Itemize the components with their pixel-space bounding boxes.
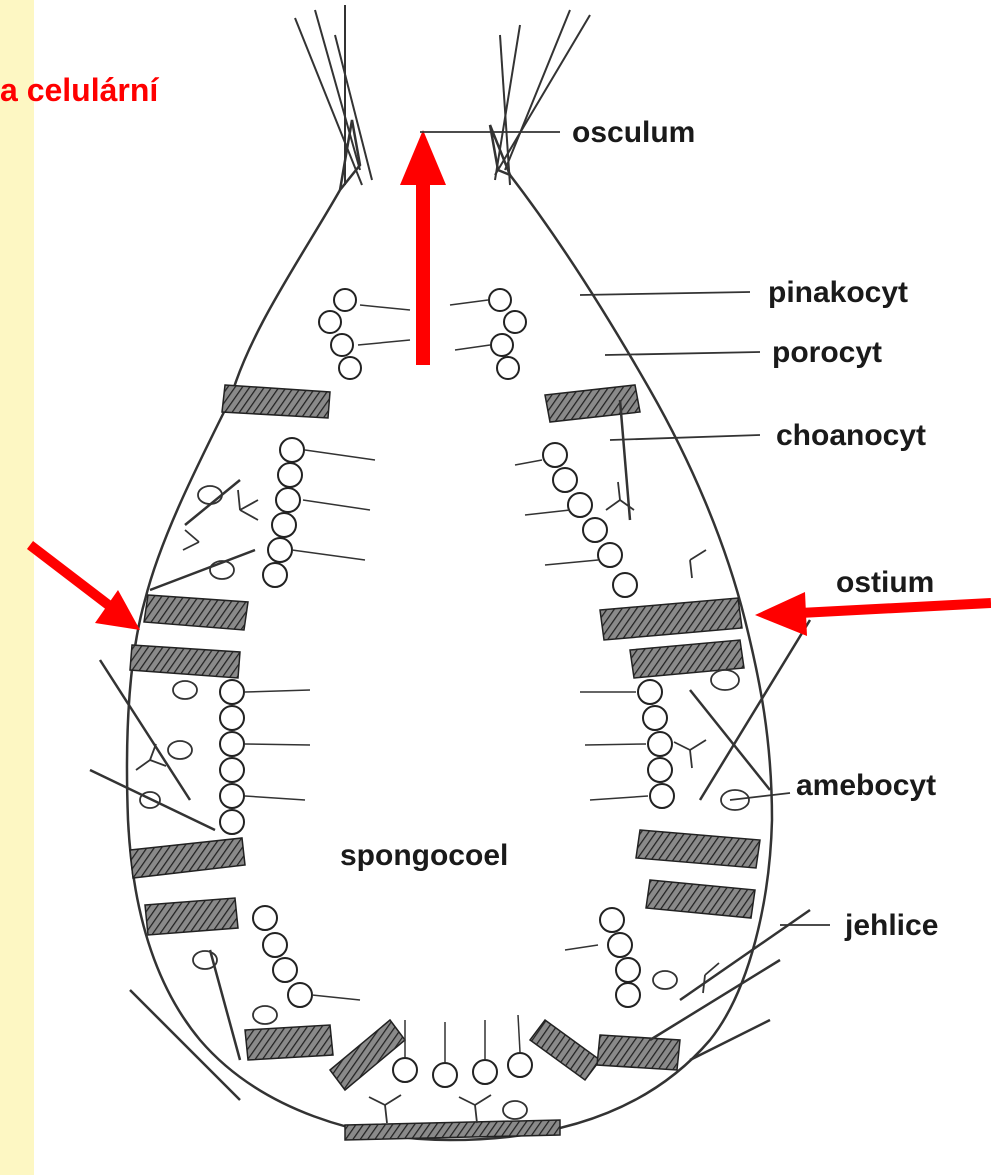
label-ostium: ostium — [836, 566, 934, 599]
label-pinakocyt: pinakocyt — [768, 276, 908, 309]
label-amebocyt: amebocyt — [796, 769, 936, 802]
label-leaders — [420, 132, 830, 925]
label-jehlice: jehlice — [844, 909, 938, 942]
label-spongocoel: spongocoel — [340, 839, 508, 872]
label-porocyt: porocyt — [772, 336, 882, 369]
inflow-arrow-left — [30, 545, 140, 630]
label-osculum: osculum — [572, 116, 695, 149]
flow-arrows — [30, 130, 991, 636]
label-choanocyt: choanocyt — [776, 419, 926, 452]
wall-spicules — [90, 400, 810, 1100]
outflow-arrow — [400, 130, 446, 365]
osculum-spicules — [295, 5, 590, 185]
